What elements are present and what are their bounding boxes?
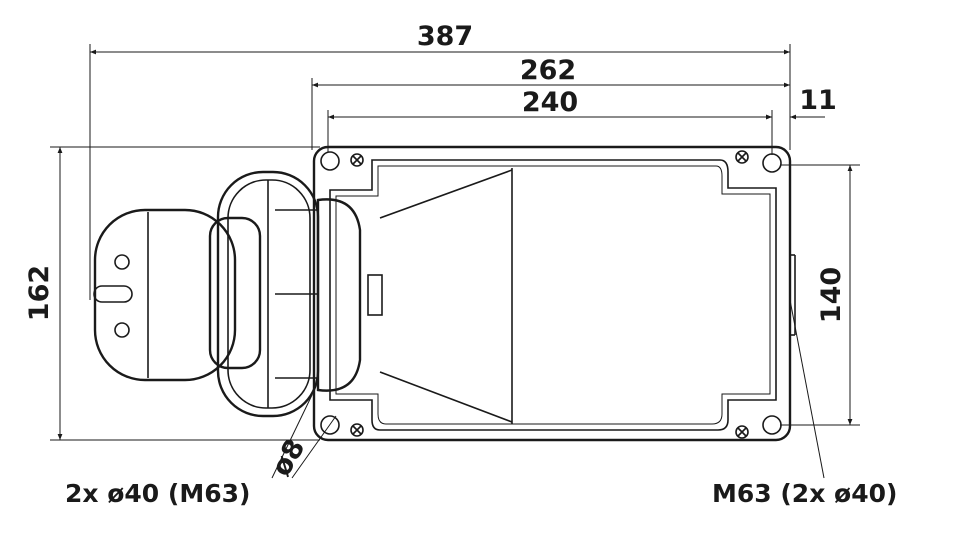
label-left-cable-entry: 2x ø40 (M63) [65, 479, 250, 508]
leader-lines [271, 299, 825, 479]
extension-lines [50, 44, 860, 441]
dim-hole-spacing-x: 240 [522, 87, 578, 118]
mounting-holes [320, 151, 782, 435]
dim-housing-length: 262 [520, 55, 576, 86]
dim-overall-height: 162 [24, 265, 55, 321]
label-right-cable-entry: M63 (2x ø40) [712, 479, 897, 508]
plug [93, 170, 362, 418]
dim-hole-spacing-y: 140 [816, 267, 847, 323]
dim-hole-diameter: ø8 [266, 434, 312, 482]
screws [350, 150, 749, 439]
housing [312, 145, 796, 442]
dim-overall-length: 387 [417, 21, 473, 52]
dim-hole-offset: 11 [799, 85, 837, 116]
dimension-lines [57, 49, 853, 440]
